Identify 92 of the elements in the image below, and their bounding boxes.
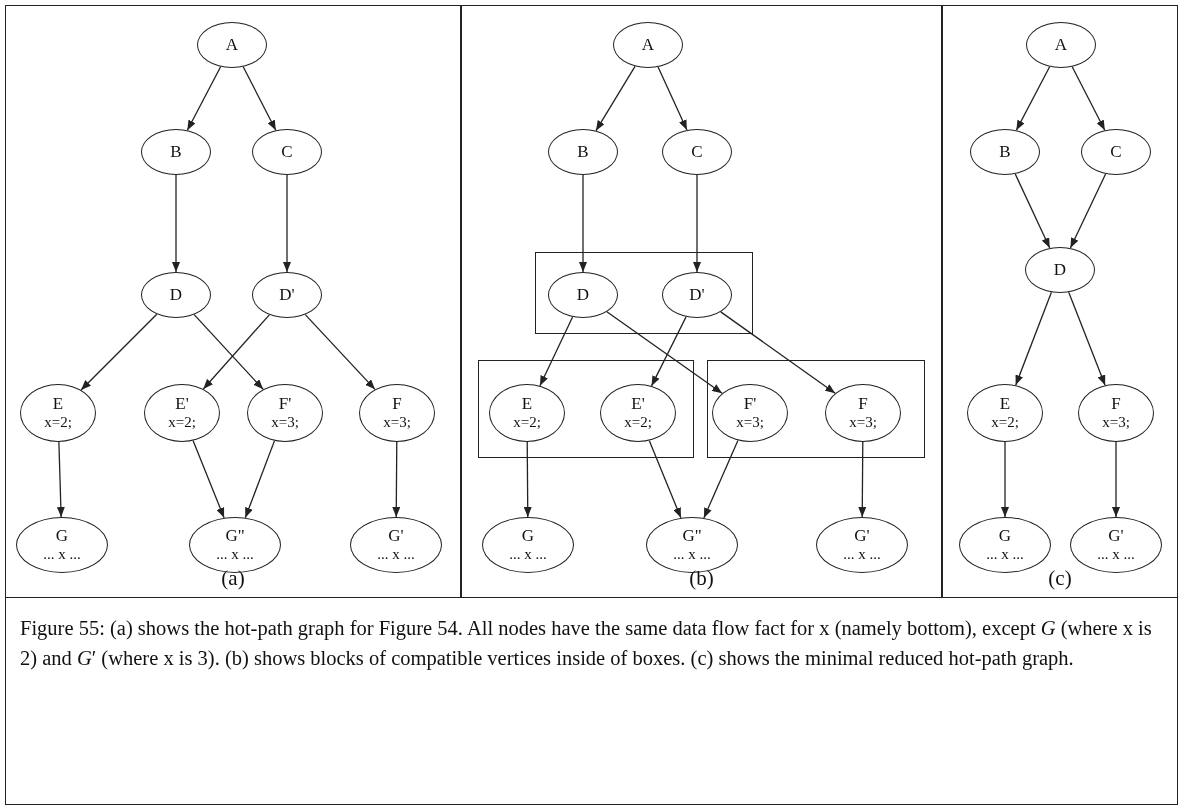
arrow	[648, 440, 682, 519]
node-label: E	[521, 395, 533, 415]
node-label: ... x ...	[509, 546, 547, 563]
arrow	[1068, 291, 1106, 386]
node-label: ... x ...	[986, 546, 1024, 563]
arrow	[56, 441, 65, 518]
arrow	[1112, 441, 1120, 518]
arrow	[1071, 66, 1106, 131]
node-label: C	[691, 142, 703, 162]
node-label: A	[225, 35, 239, 55]
caption-text: Figure 55: (a) shows the hot-path graph for Figure 54. All nodes have the same data flow fact for x (namely bottom), except G (where x is 2) and G′ (where x is 3). (b) shows blocks of compatible vertices inside of boxes. (c) shows the minimal reduced hot-path graph.	[20, 616, 1153, 672]
node-label: E	[52, 395, 64, 415]
node-label: ... x ...	[377, 546, 415, 563]
node-label: G'	[854, 527, 870, 547]
panel-frame	[942, 5, 1178, 598]
panel-frame	[461, 5, 942, 598]
node-label: G'	[388, 527, 404, 547]
node-label: C	[281, 142, 293, 162]
node-label: G"	[682, 527, 702, 547]
arrow	[657, 66, 688, 131]
panel-label: (c)	[1047, 566, 1073, 591]
node-label: D'	[279, 285, 295, 305]
node-label: G	[521, 527, 535, 547]
node-label: C	[1110, 142, 1122, 162]
arrow	[186, 66, 222, 131]
node-label: x=2;	[513, 414, 541, 431]
arrow	[858, 441, 867, 518]
node-label: D	[1053, 260, 1067, 280]
arrow	[650, 316, 687, 387]
node-label: E'	[631, 395, 645, 415]
arrow	[242, 66, 277, 131]
node-label: ... x ...	[1097, 546, 1135, 563]
node-label: ... x ...	[843, 546, 881, 563]
node-label: x=3;	[1102, 414, 1130, 431]
node-label: E'	[175, 395, 189, 415]
node-label: F'	[278, 395, 292, 415]
node-label: x=3;	[849, 414, 877, 431]
node-label: G"	[225, 527, 245, 547]
node-label: D	[576, 285, 590, 305]
node-label: x=2;	[168, 414, 196, 431]
panel-frame	[5, 5, 461, 598]
arrow	[244, 440, 276, 519]
arrow	[606, 311, 723, 394]
arrow	[720, 311, 836, 394]
node-label: D'	[689, 285, 705, 305]
group-box	[478, 360, 694, 458]
arrow	[1015, 66, 1051, 131]
arrow	[1069, 173, 1107, 249]
panel-label: (b)	[688, 566, 715, 591]
node-label: F	[858, 395, 868, 415]
node-label: A	[1054, 35, 1068, 55]
node-label: B	[999, 142, 1011, 162]
node-label: B	[577, 142, 589, 162]
arrow	[693, 174, 701, 273]
node-label: E	[999, 395, 1011, 415]
arrow	[172, 174, 180, 273]
node-label: F	[1111, 395, 1121, 415]
arrow	[595, 65, 636, 132]
arrow	[523, 441, 532, 518]
node-label: x=3;	[383, 414, 411, 431]
panel-label: (a)	[220, 566, 246, 591]
arrow	[202, 314, 270, 390]
arrow	[539, 316, 574, 387]
node-label: x=2;	[624, 414, 652, 431]
arrow	[1001, 441, 1009, 518]
node-label: G'	[1108, 527, 1124, 547]
arrow	[1015, 291, 1053, 386]
arrow	[193, 314, 264, 390]
node-label: x=3;	[271, 414, 299, 431]
group-box	[535, 252, 753, 334]
node-label: F	[392, 395, 402, 415]
node-label: A	[641, 35, 655, 55]
node-label: x=3;	[736, 414, 764, 431]
group-box	[707, 360, 925, 458]
node-label: ... x ...	[216, 546, 254, 563]
node-label: F'	[743, 395, 757, 415]
node-label: x=2;	[991, 414, 1019, 431]
node-label: ... x ...	[43, 546, 81, 563]
node-label: x=2;	[44, 414, 72, 431]
arrow	[283, 174, 291, 273]
arrow	[80, 313, 158, 391]
node-label: G	[998, 527, 1012, 547]
node-label: B	[170, 142, 182, 162]
arrow	[579, 174, 587, 273]
node-label: D	[169, 285, 183, 305]
arrow	[1014, 173, 1051, 249]
node-label: ... x ...	[673, 546, 711, 563]
arrow	[304, 313, 376, 390]
arrow	[392, 441, 401, 518]
arrow	[192, 440, 225, 519]
arrow	[703, 439, 739, 519]
node-label: G	[55, 527, 69, 547]
